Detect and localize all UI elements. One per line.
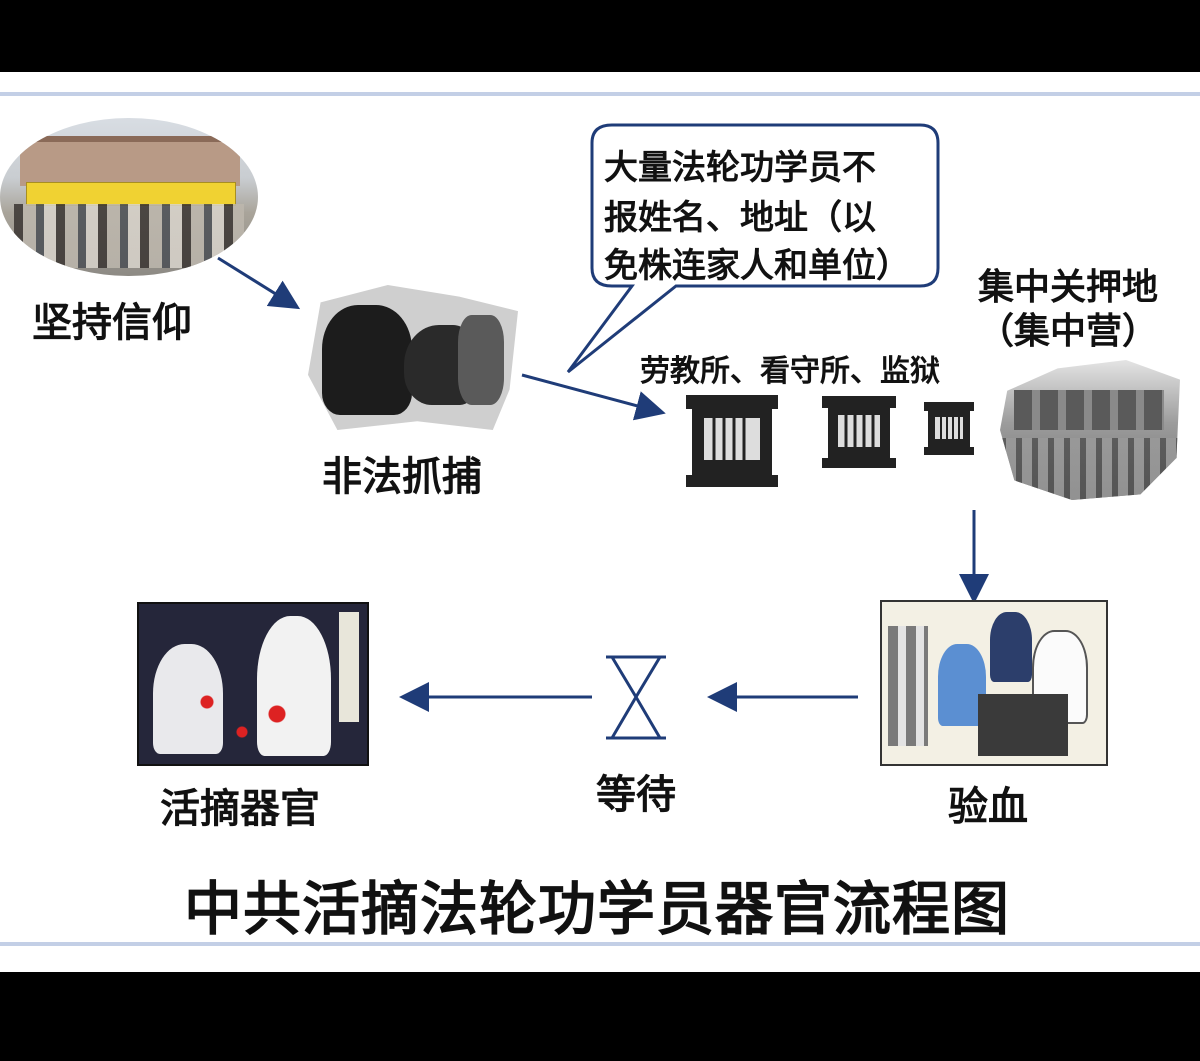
harvest-illustration (137, 602, 369, 766)
step-blood-test-label: 验血 (948, 774, 1028, 832)
callout-line-2: 报姓名、地址（以 (604, 190, 876, 239)
callout-line-3: 免株连家人和单位） (604, 238, 910, 287)
jail-icon-medium (822, 396, 896, 468)
sign-board (339, 612, 359, 722)
callout-line-1: 大量法轮功学员不 (604, 140, 876, 189)
step-belief-label: 坚持信仰 (32, 290, 192, 348)
jail-icon-small (924, 402, 974, 455)
jail-icon-large (686, 395, 778, 487)
camp-buildings (1014, 390, 1164, 430)
step-harvest-label: 活摘器官 (160, 776, 320, 834)
blood-stains (179, 684, 319, 744)
step-camp-label-line2: （集中营） (978, 302, 1158, 354)
step-prisons-label: 劳教所、看守所、监狱 (640, 346, 940, 390)
officer-figure (990, 612, 1032, 682)
diagram-title: 中共活摘法轮功学员器官流程图 (184, 862, 1010, 946)
step-wait-label: 等待 (596, 762, 676, 820)
blood-test-illustration (880, 600, 1108, 766)
step-arrest-label: 非法抓捕 (322, 444, 482, 502)
table (978, 694, 1068, 756)
waiting-line (888, 626, 928, 746)
